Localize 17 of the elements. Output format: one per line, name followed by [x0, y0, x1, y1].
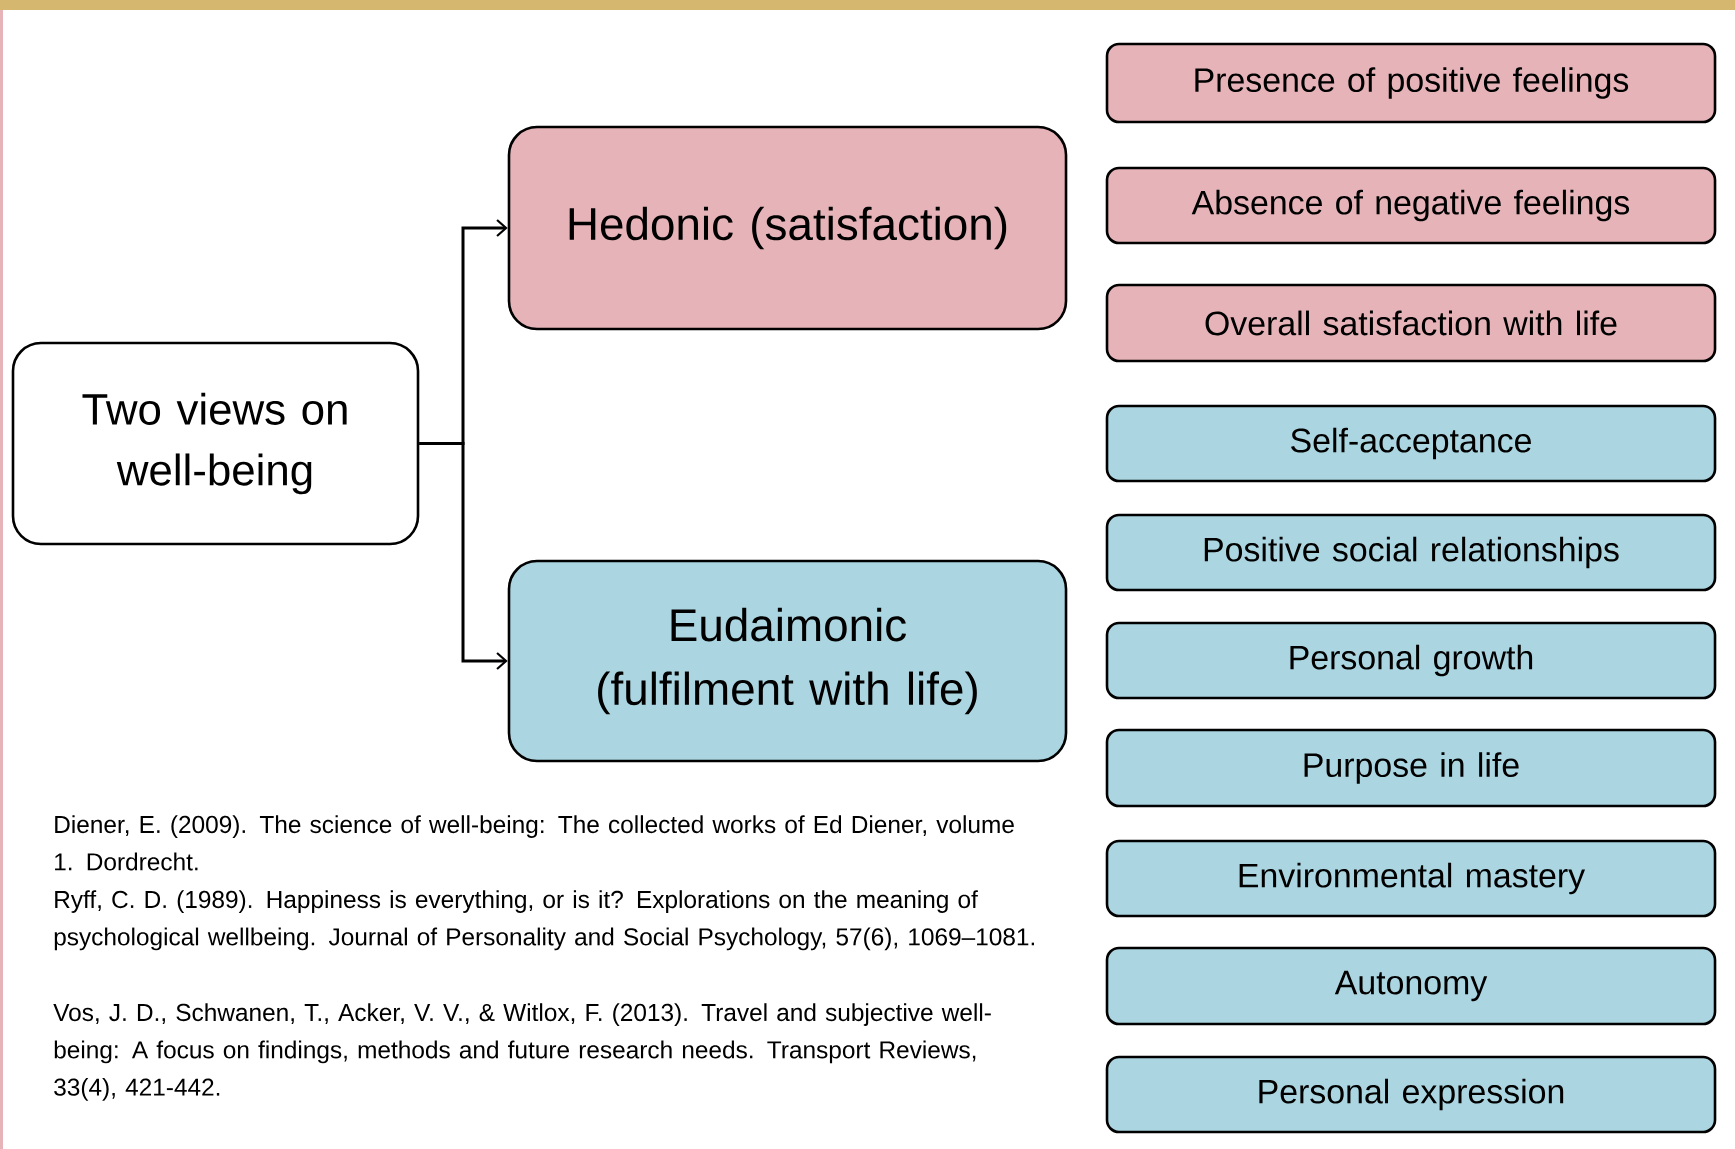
item-box: Personal expression	[1105, 1055, 1717, 1134]
item-box: Purpose in life	[1105, 728, 1717, 808]
item-box: Positive social relationships	[1105, 513, 1717, 592]
reference-text: Vos, J. D., Schwanen, T., Acker, V. V., & Witlox, F. (2013). Travel and subjective well-being: A focus on findings, methods and future research needs. Transport Reviews, 33(4), 421-442.	[53, 1003, 991, 1101]
reference-text: Ryff, C. D. (1989). Happiness is everything, or is it? Explorations on the meaning of psychological wellbeing. Journal of Personality and Social Psychology, 57(6), 1069–1081.	[54, 890, 1034, 951]
item-box: Overall satisfaction with life	[1105, 283, 1717, 363]
item-box: Personal growth	[1105, 621, 1717, 700]
item-box: Presence of positive feelings	[1105, 42, 1717, 124]
category-box: Eudaimonic (fulfilment with life)	[507, 559, 1068, 763]
item-box: Autonomy	[1105, 946, 1717, 1026]
item-box: Self-acceptance	[1105, 404, 1717, 483]
reference-text: Diener, E. (2009). The science of well-being: The collected works of Ed Diener, volume 1. Dordrecht.	[55, 815, 1014, 871]
topic-box: Two views on well-being	[11, 341, 420, 546]
arrow	[419, 442, 508, 670]
category-box: Hedonic (satisfaction)	[507, 125, 1068, 331]
item-box: Absence of negative feelings	[1105, 166, 1717, 245]
item-box: Environmental mastery	[1105, 839, 1717, 918]
